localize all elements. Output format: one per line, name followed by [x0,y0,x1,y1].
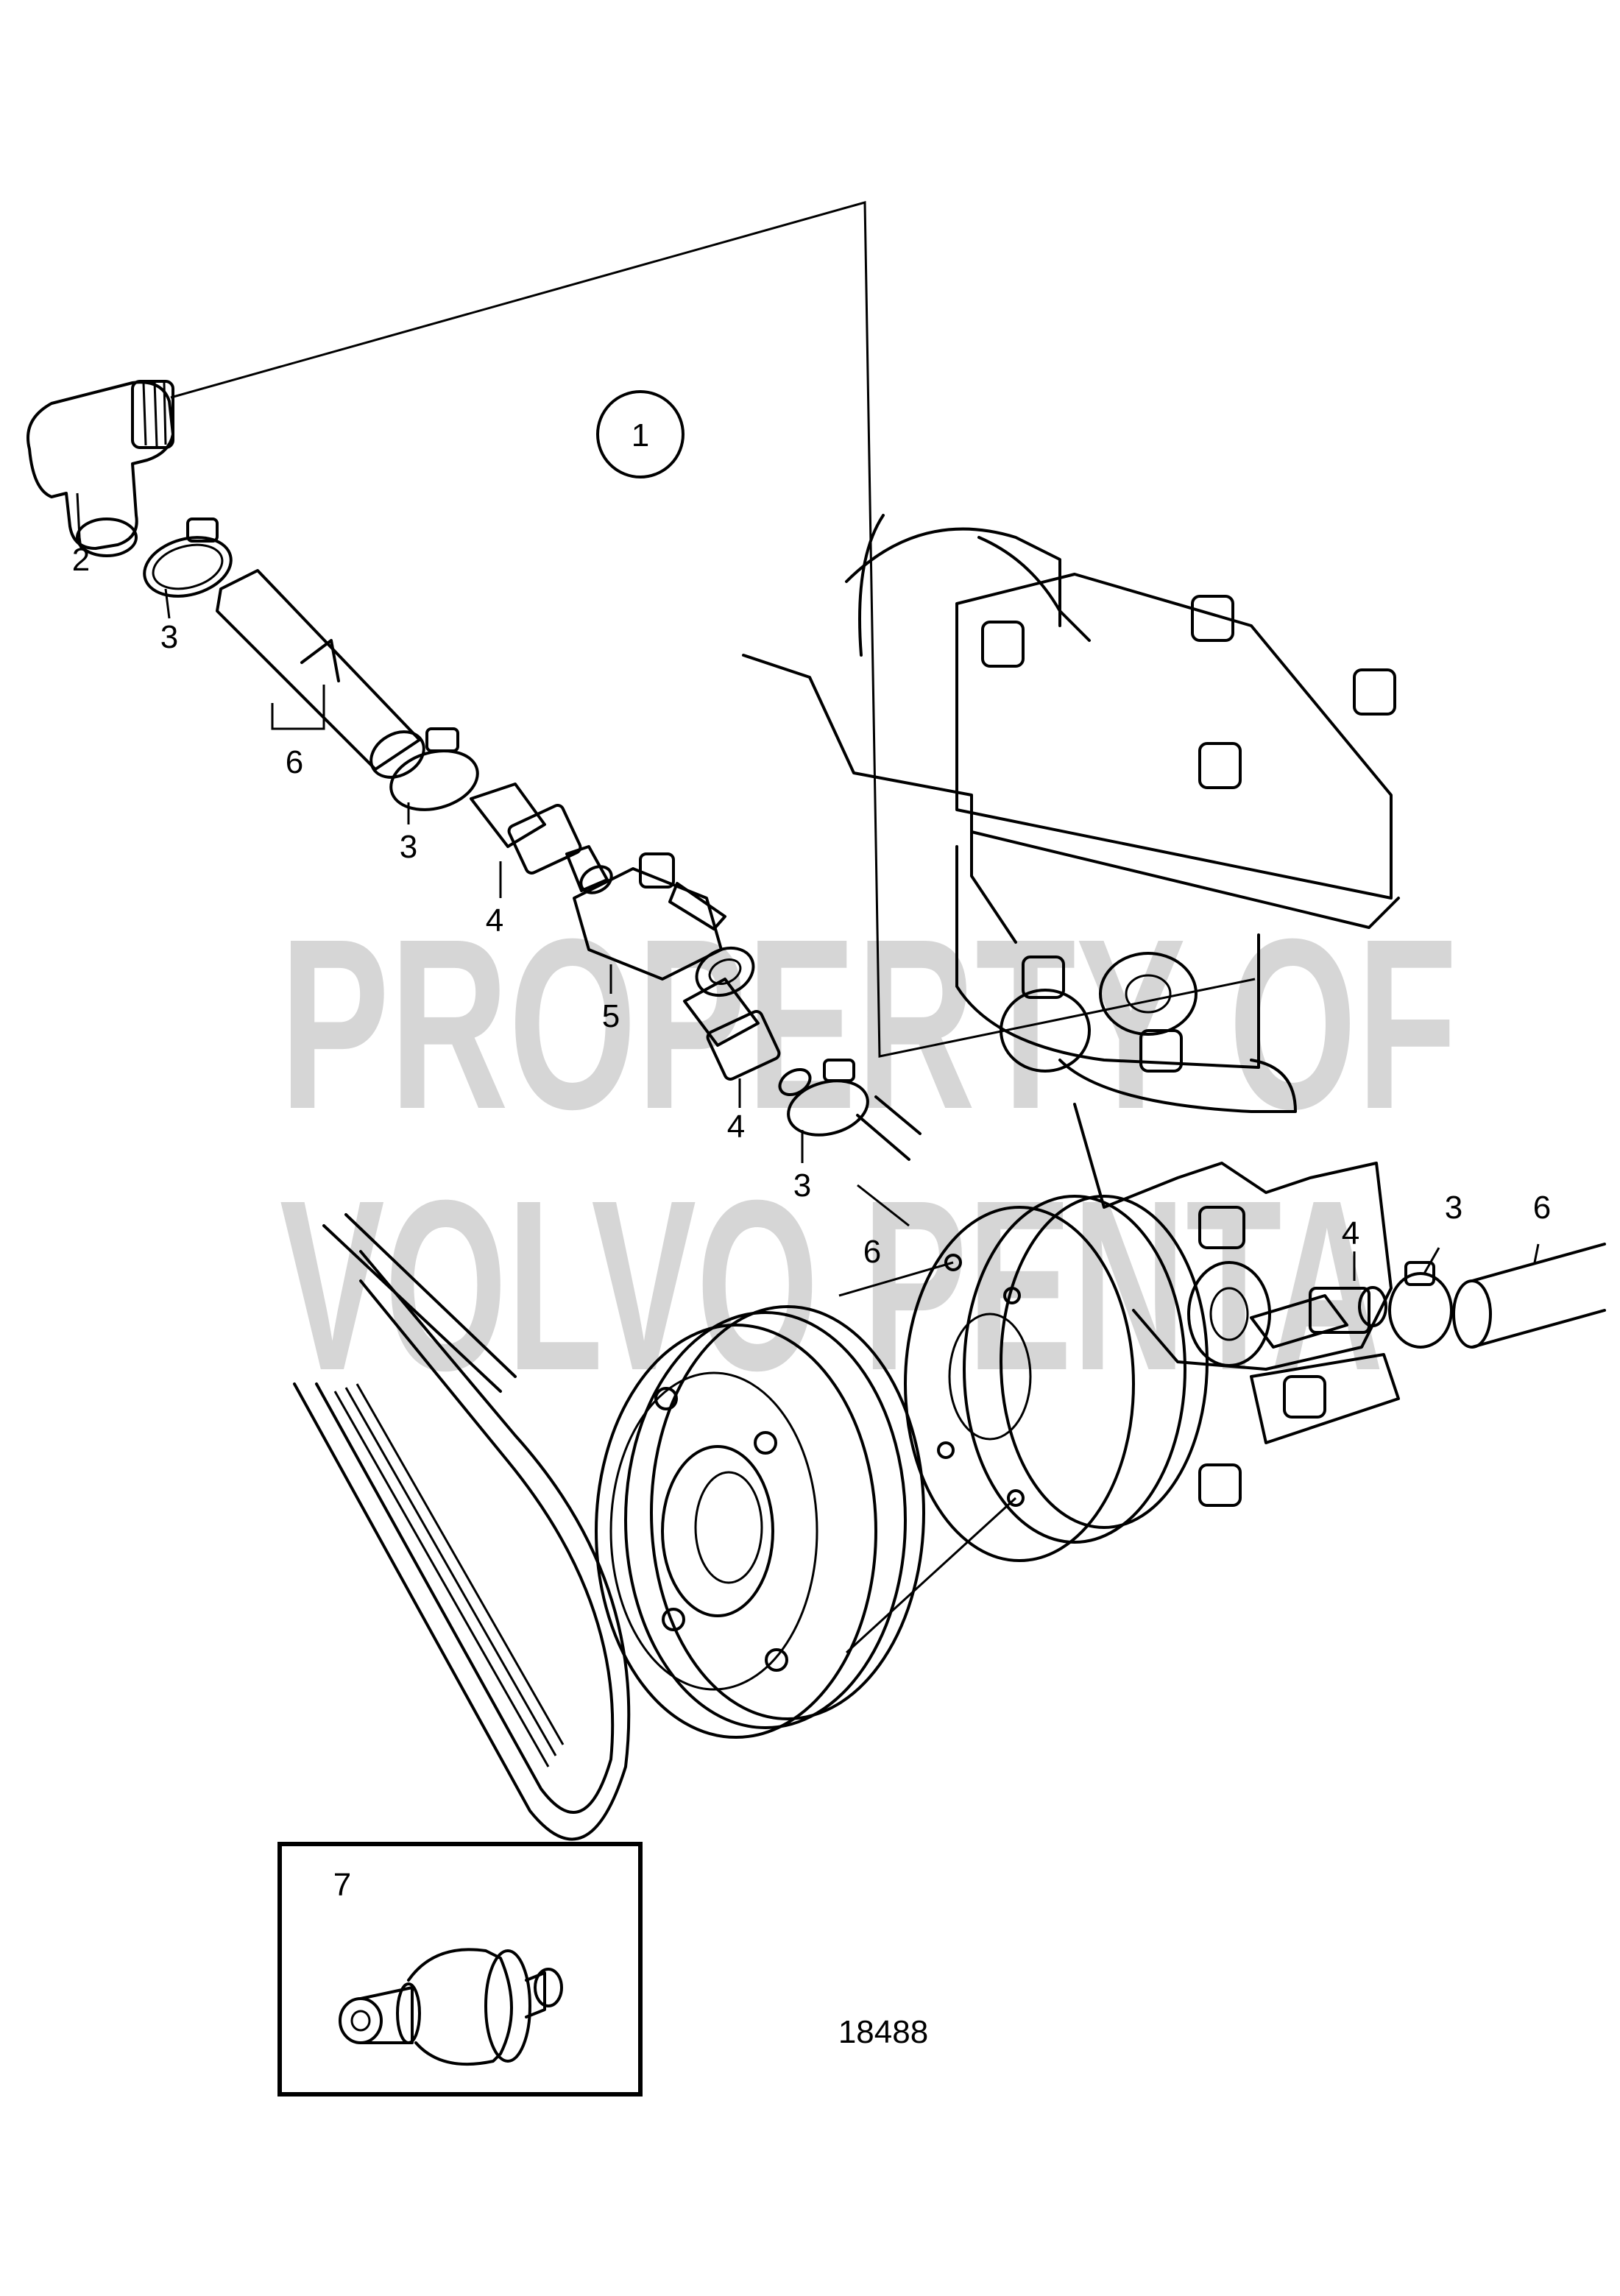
leader-lines [78,537,1540,1281]
inline-filter-icon [339,1948,563,2066]
part-label-3-right: 3 [1445,1190,1462,1226]
inset-label: 7 [333,1867,351,1903]
engine-housing [742,514,1400,1113]
hose-clamp-middle [389,727,479,811]
part-label-6-right: 6 [1533,1190,1551,1226]
elbow-fitting [26,380,174,557]
hose-lower-stub [856,1095,922,1227]
water-pump [1073,1103,1400,1507]
part-label-3-upper: 3 [160,619,178,655]
watermark-line-1: PROPERTY OF [280,888,1457,1159]
inset-part-7: 7 [277,1842,643,2097]
callout-frame [170,201,1256,1058]
pump-hose-connection [1250,1243,1606,1349]
part-label-5: 5 [602,998,620,1034]
part-label-3-lower: 3 [793,1168,811,1204]
hose-clamp-upper [143,518,233,598]
part-label-4-right: 4 [1342,1215,1359,1251]
part-label-6-lower: 6 [863,1234,881,1270]
drive-belt [293,1213,631,1841]
part-label-6-upper: 6 [286,744,303,780]
drawing-number: 18488 [838,2014,928,2050]
watermark: PROPERTY OF VOLVO PENTA [280,888,1457,1421]
pump-pulley [904,1195,1209,1562]
hose-clamp-lower [787,1059,869,1137]
part-labels: 2 3 6 3 4 5 4 3 6 4 3 6 [72,542,1551,1270]
part-label-3-second: 3 [400,829,417,865]
circled-callout-label: 1 [632,417,649,453]
part-label-4-upper: 4 [486,902,503,939]
hose-upper [216,569,425,779]
circled-callout-1: 1 [596,390,685,478]
part-label-2: 2 [72,542,90,578]
part-label-4-lower: 4 [727,1109,745,1145]
crankshaft-pulley [595,1261,1017,1739]
hose-nipple-upper [470,783,613,894]
